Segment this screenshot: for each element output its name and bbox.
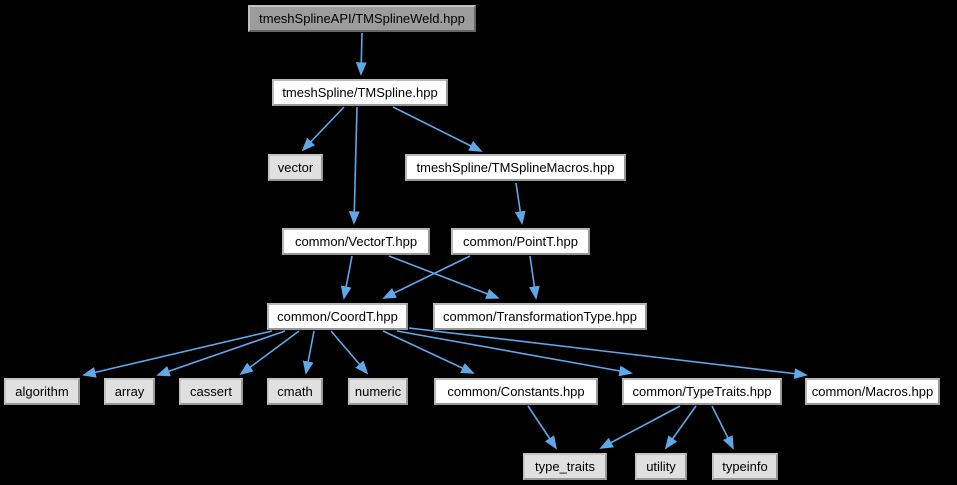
node-common-macros-hpp[interactable]: common/Macros.hpp (805, 378, 940, 405)
edge-coordt-cassert (239, 330, 300, 376)
node-common-constants-hpp[interactable]: common/Constants.hpp (434, 378, 598, 405)
edge-coordt-numeric (330, 330, 369, 375)
edge-tmspline-tmsmacros (392, 106, 483, 152)
edge-weld-tmspline (355, 32, 367, 76)
edge-coordt-cmath (302, 330, 315, 375)
node-algorithm[interactable]: algorithm (4, 378, 80, 405)
node-type-traits[interactable]: type_traits (523, 453, 607, 480)
edge-pointt-coordt (382, 255, 471, 299)
node-tmeshspline-tmsplinemacros-hpp[interactable]: tmeshSpline/TMSplineMacros.hpp (405, 154, 626, 181)
node-cmath[interactable]: cmath (267, 378, 323, 405)
edge-tmspline-vector (301, 106, 345, 152)
node-vector[interactable]: vector (268, 154, 323, 181)
edge-typetraits-utility (664, 405, 697, 450)
edge-typetraits-type-traits (599, 405, 681, 449)
node-utility[interactable]: utility (635, 453, 687, 480)
edge-pointt-transform (528, 255, 540, 300)
edge-tmsmacros-pointt (514, 182, 526, 225)
edge-vectort-coordt (340, 255, 353, 300)
edge-vectort-transform (388, 255, 500, 299)
edge-coordt-array (156, 330, 286, 377)
edge-constants-typetraits-std (527, 405, 558, 450)
node-tmeshsplineapi-tmsplineweld-hpp[interactable]: tmeshSplineAPI/TMSplineWeld.hpp (248, 5, 476, 32)
node-numeric[interactable]: numeric (348, 378, 408, 405)
node-common-transformationtype-hpp[interactable]: common/TransformationType.hpp (433, 303, 647, 330)
edge-tmspline-vectort (348, 106, 360, 225)
node-common-typetraits-hpp[interactable]: common/TypeTraits.hpp (622, 378, 782, 405)
edge-coordt-typetraits (396, 330, 633, 377)
edge-typetraits-typeinfo (711, 405, 734, 450)
node-tmeshspline-tmspline-hpp[interactable]: tmeshSpline/TMSpline.hpp (272, 79, 448, 106)
node-array[interactable]: array (104, 378, 155, 405)
edge-coordt-macros (408, 327, 808, 380)
node-typeinfo[interactable]: typeinfo (712, 453, 778, 480)
node-common-vectort-hpp[interactable]: common/VectorT.hpp (282, 228, 430, 255)
node-common-coordt-hpp[interactable]: common/CoordT.hpp (267, 303, 408, 330)
edge-coordt-algorithm (82, 330, 273, 378)
edge-coordt-constants (382, 330, 475, 374)
node-cassert[interactable]: cassert (179, 378, 243, 405)
node-common-pointt-hpp[interactable]: common/PointT.hpp (451, 228, 590, 255)
